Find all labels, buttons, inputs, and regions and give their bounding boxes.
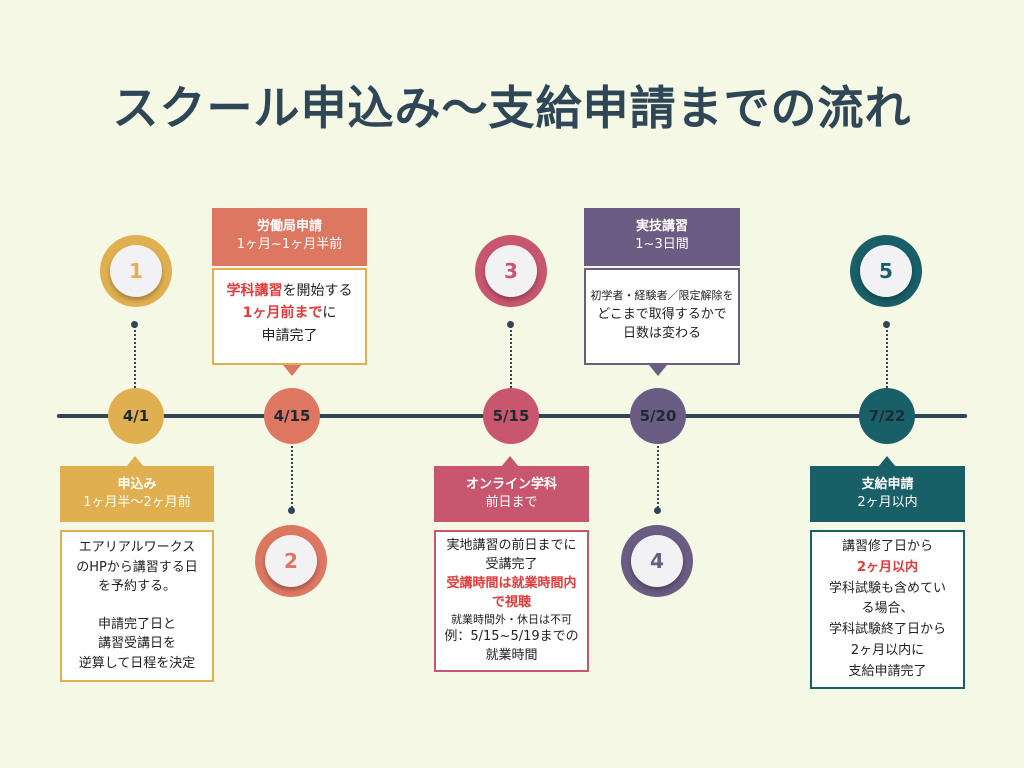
card-5-subtitle: 2ヶ月以内 xyxy=(857,495,918,511)
pointer-1 xyxy=(126,456,144,467)
pin-1 xyxy=(131,321,138,328)
card-2-title: 労働局申請 xyxy=(256,219,322,234)
step-4-ring: 4 xyxy=(621,525,693,597)
card-4-header: 実技講習 1~3日間 xyxy=(584,208,740,266)
card-2-text: に xyxy=(322,305,337,322)
connector-3 xyxy=(510,326,512,396)
card-1-line: 講習受講日を xyxy=(97,636,176,651)
card-4-line: 初学者・経験者／限定解除を xyxy=(590,289,734,302)
card-3-highlight: 受講時間は就業時間内 xyxy=(446,575,577,591)
card-1-subtitle: 1ヶ月半〜2ヶ月前 xyxy=(83,495,191,511)
card-3-line: 実地講習の前日までに xyxy=(446,538,577,553)
card-2-header: 労働局申請 1ヶ月~1ヶ月半前 xyxy=(212,208,367,266)
connector-2 xyxy=(291,446,293,512)
card-3-subtitle: 前日まで xyxy=(485,495,538,511)
card-2-line-1: 学科講習を開始する xyxy=(218,280,361,302)
card-5-highlight: 2ヶ月以内 xyxy=(856,559,919,575)
card-2-highlight: 学科講習 xyxy=(226,283,283,299)
connector-4 xyxy=(657,446,659,512)
card-5-title: 支給申請 xyxy=(861,477,914,492)
card-1-line: を予約する。 xyxy=(97,579,176,594)
card-1-body: エアリアルワークス のHPから講習する日 を予約する。 申請完了日と 講習受講日… xyxy=(60,530,214,682)
card-3-header: オンライン学科 前日まで xyxy=(434,466,589,522)
step-4-number: 4 xyxy=(631,535,683,587)
card-5-line: る場合、 xyxy=(861,601,914,617)
card-5-line: 講習修了日から xyxy=(841,539,933,554)
date-1: 4/1 xyxy=(108,388,164,444)
pin-5 xyxy=(883,321,890,328)
pin-4 xyxy=(654,507,661,514)
card-2-body: 学科講習を開始する 1ヶ月前までに 申請完了 xyxy=(212,268,367,365)
card-4-line: どこまで取得するかで xyxy=(597,306,727,322)
card-2-subtitle: 1ヶ月~1ヶ月半前 xyxy=(236,237,343,253)
page-title: スクール申込み〜支給申請までの流れ xyxy=(112,81,912,135)
step-2-ring: 2 xyxy=(255,525,327,597)
pointer-2 xyxy=(283,365,301,376)
step-1-number: 1 xyxy=(110,245,162,297)
card-2-line-3: 申請完了 xyxy=(261,327,318,344)
card-1-title: 申込み xyxy=(117,477,157,492)
card-2-line-2: 1ヶ月前までに xyxy=(218,302,361,324)
card-3-line: 就業時間外・休日は不可 xyxy=(451,613,572,627)
card-5-line: 学科試験も含めてい xyxy=(828,580,946,596)
step-3-ring: 3 xyxy=(475,235,547,307)
pin-3 xyxy=(507,321,514,328)
date-5: 7/22 xyxy=(859,388,915,444)
card-5-line: 2ヶ月以内に xyxy=(850,642,925,658)
card-5-line: 支給申請完了 xyxy=(848,663,927,679)
connector-1 xyxy=(134,326,136,396)
pin-2 xyxy=(288,507,295,514)
step-5-number: 5 xyxy=(860,245,912,297)
card-3-body: 実地講習の前日までに 受講完了 受講時間は就業時間内 で視聴 就業時間外・休日は… xyxy=(434,530,589,672)
card-1-line: 逆算して日程を決定 xyxy=(78,655,196,671)
date-4: 5/20 xyxy=(630,388,686,444)
step-1-ring: 1 xyxy=(100,235,172,307)
card-3-line: 就業時間 xyxy=(485,648,538,664)
card-1-line: のHPから講習する日 xyxy=(76,559,198,575)
card-4-body: 初学者・経験者／限定解除を どこまで取得するかで 日数は変わる xyxy=(584,268,740,365)
card-5-header: 支給申請 2ヶ月以内 xyxy=(810,466,965,522)
step-5-ring: 5 xyxy=(850,235,922,307)
step-3-number: 3 xyxy=(485,245,537,297)
card-1-line: エアリアルワークス xyxy=(78,540,196,555)
card-3-line: 受講完了 xyxy=(485,556,538,572)
card-4-line: 日数は変わる xyxy=(622,326,701,341)
card-5-body: 講習修了日から 2ヶ月以内 学科試験も含めてい る場合、 学科試験終了日から 2… xyxy=(810,530,965,689)
card-4-title: 実技講習 xyxy=(635,219,688,234)
pointer-3 xyxy=(501,456,519,467)
date-3: 5/15 xyxy=(483,388,539,444)
date-2: 4/15 xyxy=(264,388,320,444)
card-3-line: 例：5/15~5/19までの xyxy=(444,629,579,645)
card-3-highlight: で視聴 xyxy=(491,594,531,610)
connector-5 xyxy=(886,326,888,396)
card-5-line: 学科試験終了日から xyxy=(828,622,946,638)
card-1-header: 申込み 1ヶ月半〜2ヶ月前 xyxy=(60,466,214,522)
card-3-title: オンライン学科 xyxy=(465,477,557,492)
step-2-number: 2 xyxy=(265,535,317,587)
pointer-5 xyxy=(878,456,896,467)
card-2-highlight: 1ヶ月前まで xyxy=(242,305,323,322)
spacer xyxy=(66,597,208,615)
pointer-4 xyxy=(649,365,667,376)
card-1-line: 申請完了日と xyxy=(97,616,176,632)
card-4-subtitle: 1~3日間 xyxy=(635,237,689,253)
card-2-text: を開始する xyxy=(282,283,353,299)
